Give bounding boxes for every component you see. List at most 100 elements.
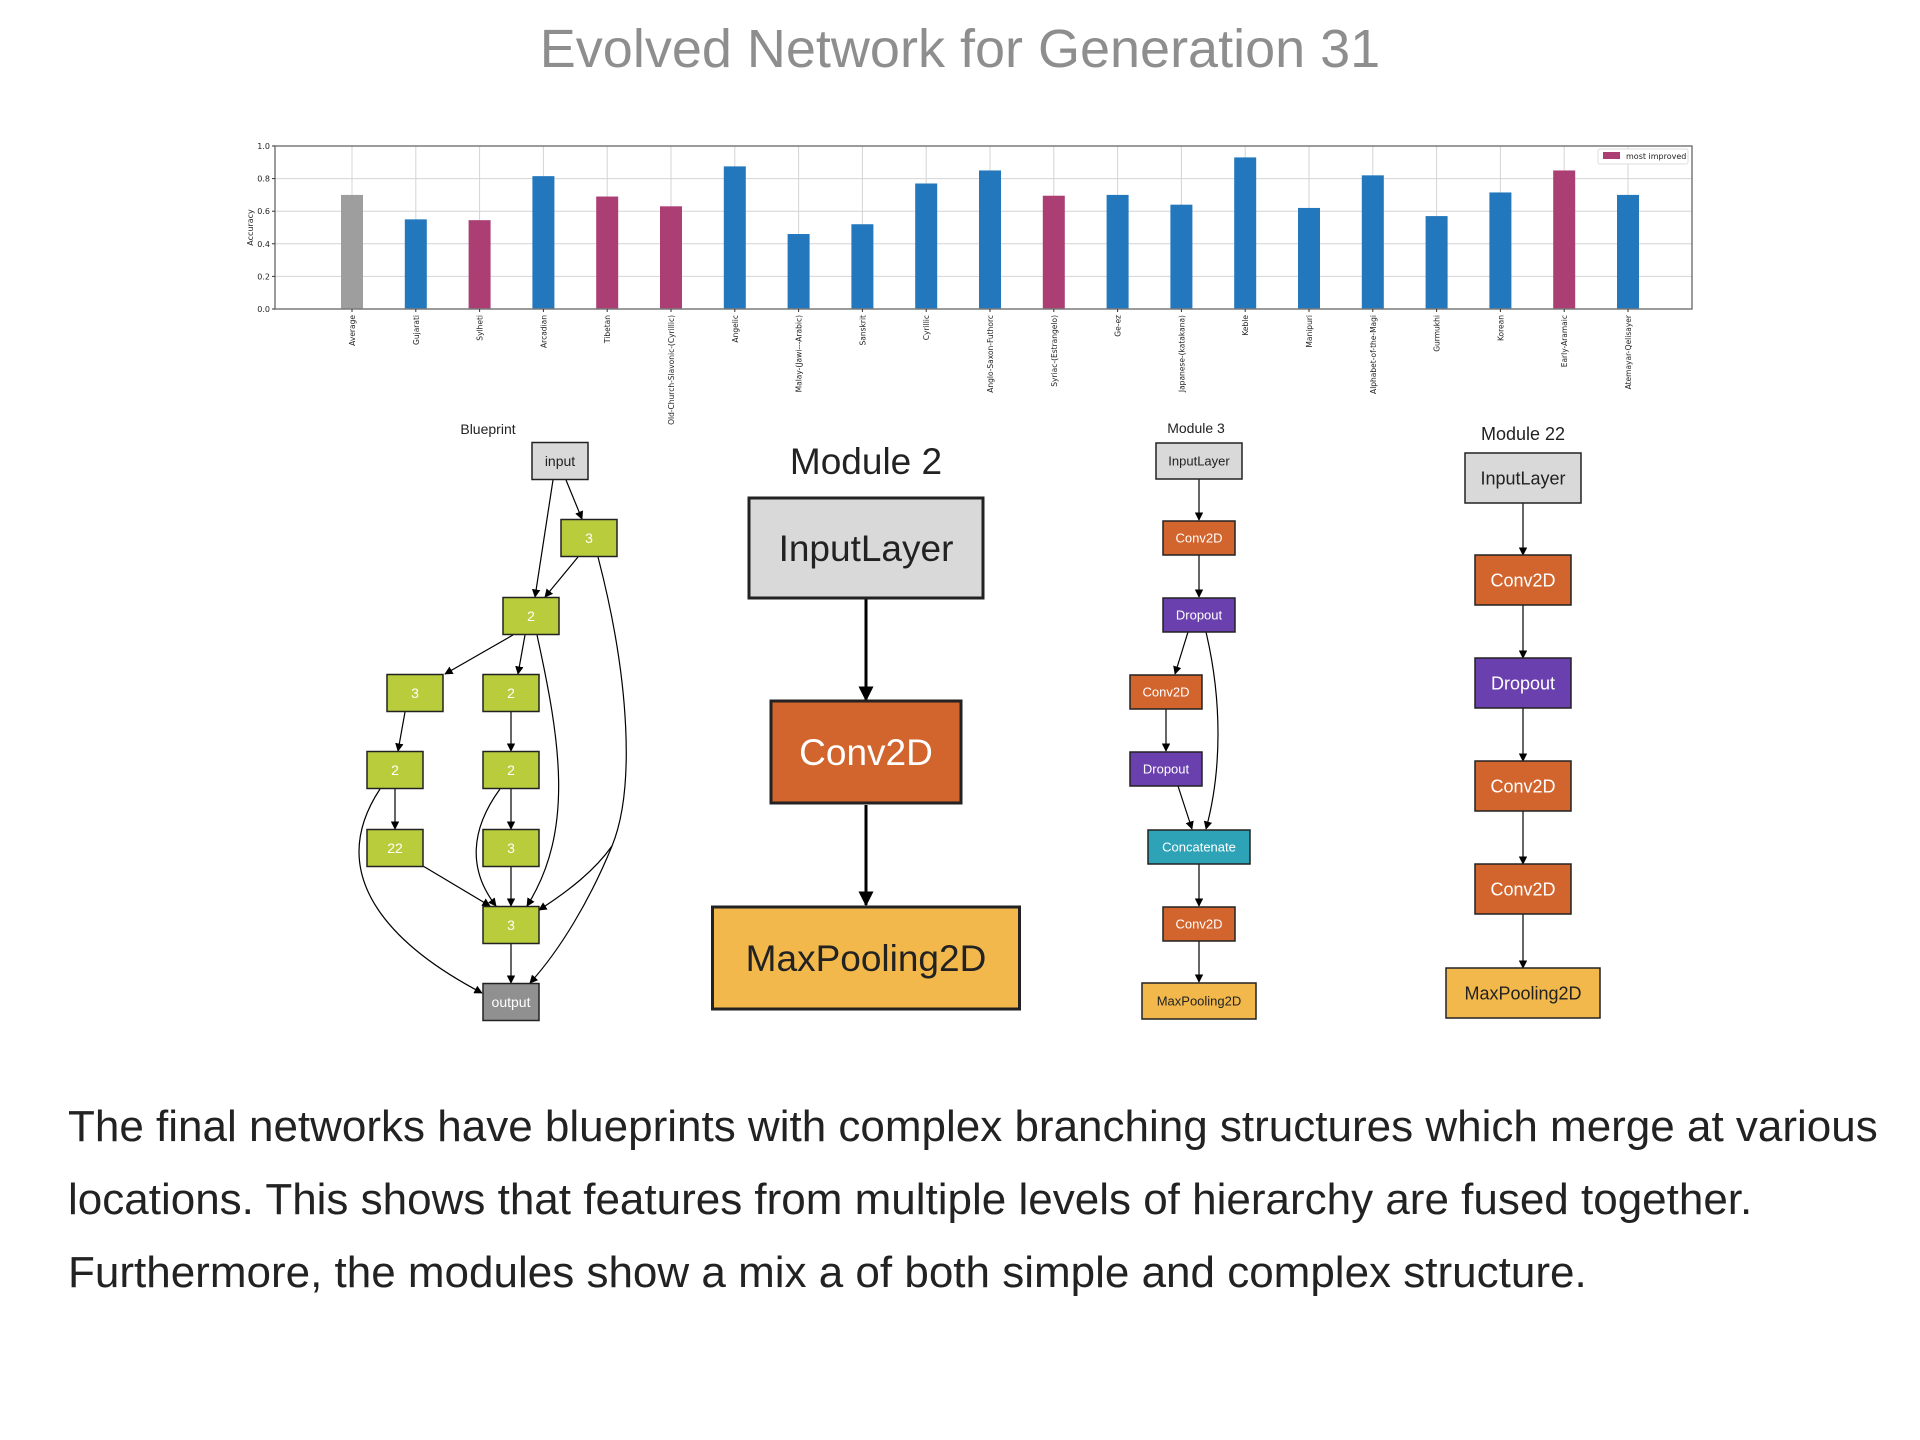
node-box xyxy=(1162,520,1236,556)
blueprint-node-c: 3 xyxy=(386,673,444,713)
x-tick-label: Korean xyxy=(1496,315,1505,341)
node-label: MaxPooling2D xyxy=(1464,983,1581,1003)
module-3-node-maxpooling2d: MaxPooling2D xyxy=(1141,982,1257,1020)
x-tick-label: Alphabet-of-the-Magi xyxy=(1369,315,1378,394)
edge-arrow xyxy=(565,479,584,520)
x-tick-label: Cyrillic xyxy=(922,315,931,340)
bar-alphabet-of-the-magi xyxy=(1361,175,1384,309)
node-label: 2 xyxy=(507,762,515,778)
bar-korean xyxy=(1489,192,1512,309)
bar-keble xyxy=(1234,157,1257,309)
node-label: Conv2D xyxy=(1176,531,1223,546)
node-box xyxy=(386,673,444,713)
bar-ge-ez xyxy=(1106,194,1129,309)
node-box xyxy=(502,596,560,636)
module-22-node-maxpooling2d: MaxPooling2D xyxy=(1445,967,1601,1019)
blueprint-node-out: output xyxy=(482,982,540,1022)
edge-arrow xyxy=(358,788,483,994)
node-box xyxy=(366,828,424,868)
blueprint-node-f: 2 xyxy=(482,750,540,790)
node-box xyxy=(1474,863,1572,915)
bar-japanese-katakana- xyxy=(1170,204,1193,309)
node-label: InputLayer xyxy=(1480,468,1565,488)
edge-arrow xyxy=(544,556,579,598)
edge-arrow xyxy=(395,711,406,752)
node-label: InputLayer xyxy=(1168,454,1230,469)
bar-sanskrit xyxy=(851,224,874,309)
bar-gurmukhi xyxy=(1425,216,1448,309)
bar-average xyxy=(341,194,363,309)
node-box xyxy=(1141,982,1257,1020)
node-label: 3 xyxy=(507,840,515,856)
module-3-node-concatenate: Concatenate xyxy=(1147,829,1251,865)
bar-gujarati xyxy=(404,219,427,309)
node-box xyxy=(1474,554,1572,606)
x-tick-label: Sylheti xyxy=(476,315,485,341)
bar-syriac-estrangelo- xyxy=(1042,195,1065,309)
node-label: MaxPooling2D xyxy=(1157,994,1242,1009)
module-2-node-conv2d: Conv2D xyxy=(769,699,963,805)
chart-legend: most improved xyxy=(1597,148,1689,165)
node-box xyxy=(1445,967,1601,1019)
node-box xyxy=(1464,452,1582,504)
module-3-diagram: Module 3InputLayerConv2DDropoutConv2DDro… xyxy=(1129,420,1257,1020)
node-label: 2 xyxy=(527,608,535,624)
node-label: MaxPooling2D xyxy=(746,938,987,979)
module-3-node-dropout: Dropout xyxy=(1162,597,1236,633)
blueprint-node-i: 3 xyxy=(482,905,540,945)
edge-arrow xyxy=(1177,785,1194,830)
node-label: 3 xyxy=(507,917,515,933)
x-tick-label: Malay-(Jawi---Arabic) xyxy=(795,315,804,392)
node-label: 22 xyxy=(387,840,403,856)
edge-arrow xyxy=(444,634,514,675)
module-2-node-maxpooling2d: MaxPooling2D xyxy=(711,905,1021,1011)
blueprint-node-in: input xyxy=(531,441,589,481)
edge-arrow xyxy=(1203,631,1219,830)
node-label: Dropout xyxy=(1143,762,1190,777)
node-box xyxy=(1147,829,1251,865)
node-box xyxy=(1162,906,1236,942)
node-label: Concatenate xyxy=(1162,840,1236,855)
module-22-node-dropout: Dropout xyxy=(1474,657,1572,709)
node-label: 3 xyxy=(585,530,593,546)
module-22-node-conv2d: Conv2D xyxy=(1474,554,1572,606)
edge-arrow xyxy=(526,634,560,907)
blueprint-node-e: 2 xyxy=(366,750,424,790)
legend-label: most improved xyxy=(1626,152,1686,161)
blueprint-node-g: 22 xyxy=(366,828,424,868)
blueprint-node-h: 3 xyxy=(482,828,540,868)
y-tick-label: 1.0 xyxy=(257,142,270,151)
x-tick-label: Angelic xyxy=(731,315,740,343)
blueprint-node-a: 3 xyxy=(560,518,618,558)
node-box xyxy=(1474,657,1572,709)
bar-manipuri xyxy=(1298,207,1320,309)
node-box xyxy=(1474,760,1572,812)
edge-arrow xyxy=(538,556,627,911)
node-box xyxy=(482,982,540,1022)
module-3-node-conv2d: Conv2D xyxy=(1162,906,1236,942)
bar-atemayar-qelisayer xyxy=(1617,194,1639,309)
node-box xyxy=(531,441,589,481)
x-tick-label: Syriac-(Estrangelo) xyxy=(1050,315,1059,387)
blueprint-title: Blueprint xyxy=(460,421,515,437)
node-label: Conv2D xyxy=(1490,879,1555,899)
bar-early-aramaic xyxy=(1553,170,1576,309)
y-axis-label: Accuracy xyxy=(246,209,255,246)
edge-arrow xyxy=(422,865,491,907)
legend-swatch xyxy=(1603,152,1620,159)
x-tick-label: Anglo-Saxon-Futhorc xyxy=(986,315,995,393)
x-tick-label: Atemayar-Qelisayer xyxy=(1624,314,1633,389)
y-tick-label: 0.0 xyxy=(257,305,270,314)
x-tick-label: Keble xyxy=(1241,315,1250,336)
x-tick-label: Average xyxy=(348,315,357,346)
node-label: InputLayer xyxy=(779,528,954,569)
module-22-node-conv2d: Conv2D xyxy=(1474,760,1572,812)
node-label: Conv2D xyxy=(1490,570,1555,590)
bar-old-church-slavonic-cyrillic- xyxy=(660,206,682,309)
module-3-node-conv2d: Conv2D xyxy=(1162,520,1236,556)
module-22-node-conv2d: Conv2D xyxy=(1474,863,1572,915)
node-label: output xyxy=(492,994,531,1010)
node-box xyxy=(747,496,985,600)
